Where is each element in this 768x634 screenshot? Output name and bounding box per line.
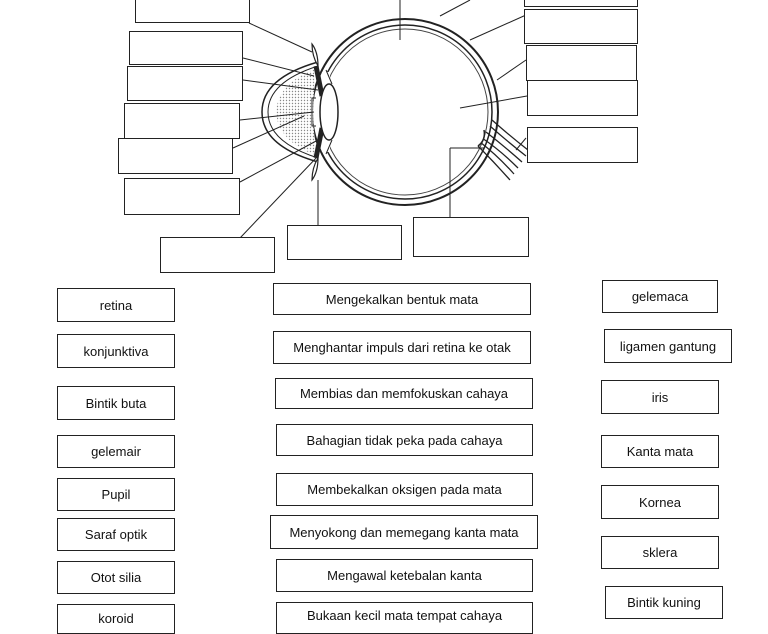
function-card[interactable]: Menghantar impuls dari retina ke otak <box>273 331 531 364</box>
term-card[interactable]: Saraf optik <box>57 518 175 551</box>
answer-box-1[interactable] <box>135 0 250 23</box>
optic-nerve <box>477 119 529 181</box>
eyeball-sclera <box>311 18 499 206</box>
term-card[interactable]: Otot silia <box>57 561 175 594</box>
term-card[interactable]: iris <box>601 380 719 414</box>
function-card[interactable]: Menyokong dan memegang kanta mata <box>270 515 538 549</box>
answer-box-11[interactable] <box>524 9 638 44</box>
answer-box-7[interactable] <box>160 237 275 273</box>
term-card[interactable]: sklera <box>601 536 719 569</box>
function-card[interactable]: Membias dan memfokuskan cahaya <box>275 378 533 409</box>
aqueous-humour <box>276 68 318 156</box>
term-card[interactable]: koroid <box>57 604 175 634</box>
ciliary-body-lower <box>311 155 319 182</box>
function-card[interactable]: Membekalkan oksigen pada mata <box>276 473 533 506</box>
answer-box-4[interactable] <box>124 103 240 139</box>
answer-box-10[interactable] <box>524 0 638 7</box>
function-card[interactable]: Mengekalkan bentuk mata <box>273 283 531 315</box>
function-card[interactable]: Bahagian tidak peka pada cahaya <box>276 424 533 456</box>
answer-box-2[interactable] <box>129 31 243 65</box>
function-card[interactable]: Mengawal ketebalan kanta <box>276 559 533 592</box>
term-card[interactable]: gelemaca <box>602 280 718 313</box>
eyeball-retina <box>321 28 489 196</box>
eyeball-choroid <box>317 24 493 200</box>
answer-box-12[interactable] <box>526 45 637 81</box>
answer-box-6[interactable] <box>124 178 240 215</box>
answer-box-5[interactable] <box>118 138 233 174</box>
answer-box-13[interactable] <box>527 80 638 116</box>
eye-diagram <box>232 0 529 239</box>
lens <box>319 83 339 141</box>
term-card[interactable]: Bintik kuning <box>605 586 723 619</box>
leader-lines <box>232 0 528 239</box>
iris-upper <box>313 65 325 97</box>
term-card[interactable]: Kanta mata <box>601 435 719 468</box>
ciliary-body-upper <box>311 42 319 69</box>
cornea-outline <box>261 61 319 163</box>
answer-box-9[interactable] <box>413 217 529 257</box>
function-card[interactable]: Bukaan kecil mata tempat cahaya <box>276 602 533 634</box>
answer-box-8[interactable] <box>287 225 402 260</box>
iris-lower <box>313 127 325 159</box>
term-card[interactable]: gelemair <box>57 435 175 468</box>
term-card[interactable]: Kornea <box>601 485 719 519</box>
answer-box-14[interactable] <box>527 127 638 163</box>
answer-box-3[interactable] <box>127 66 243 101</box>
term-card[interactable]: konjunktiva <box>57 334 175 368</box>
term-card[interactable]: Bintik buta <box>57 386 175 420</box>
term-card[interactable]: retina <box>57 288 175 322</box>
term-card[interactable]: Pupil <box>57 478 175 511</box>
term-card[interactable]: ligamen gantung <box>604 329 732 363</box>
